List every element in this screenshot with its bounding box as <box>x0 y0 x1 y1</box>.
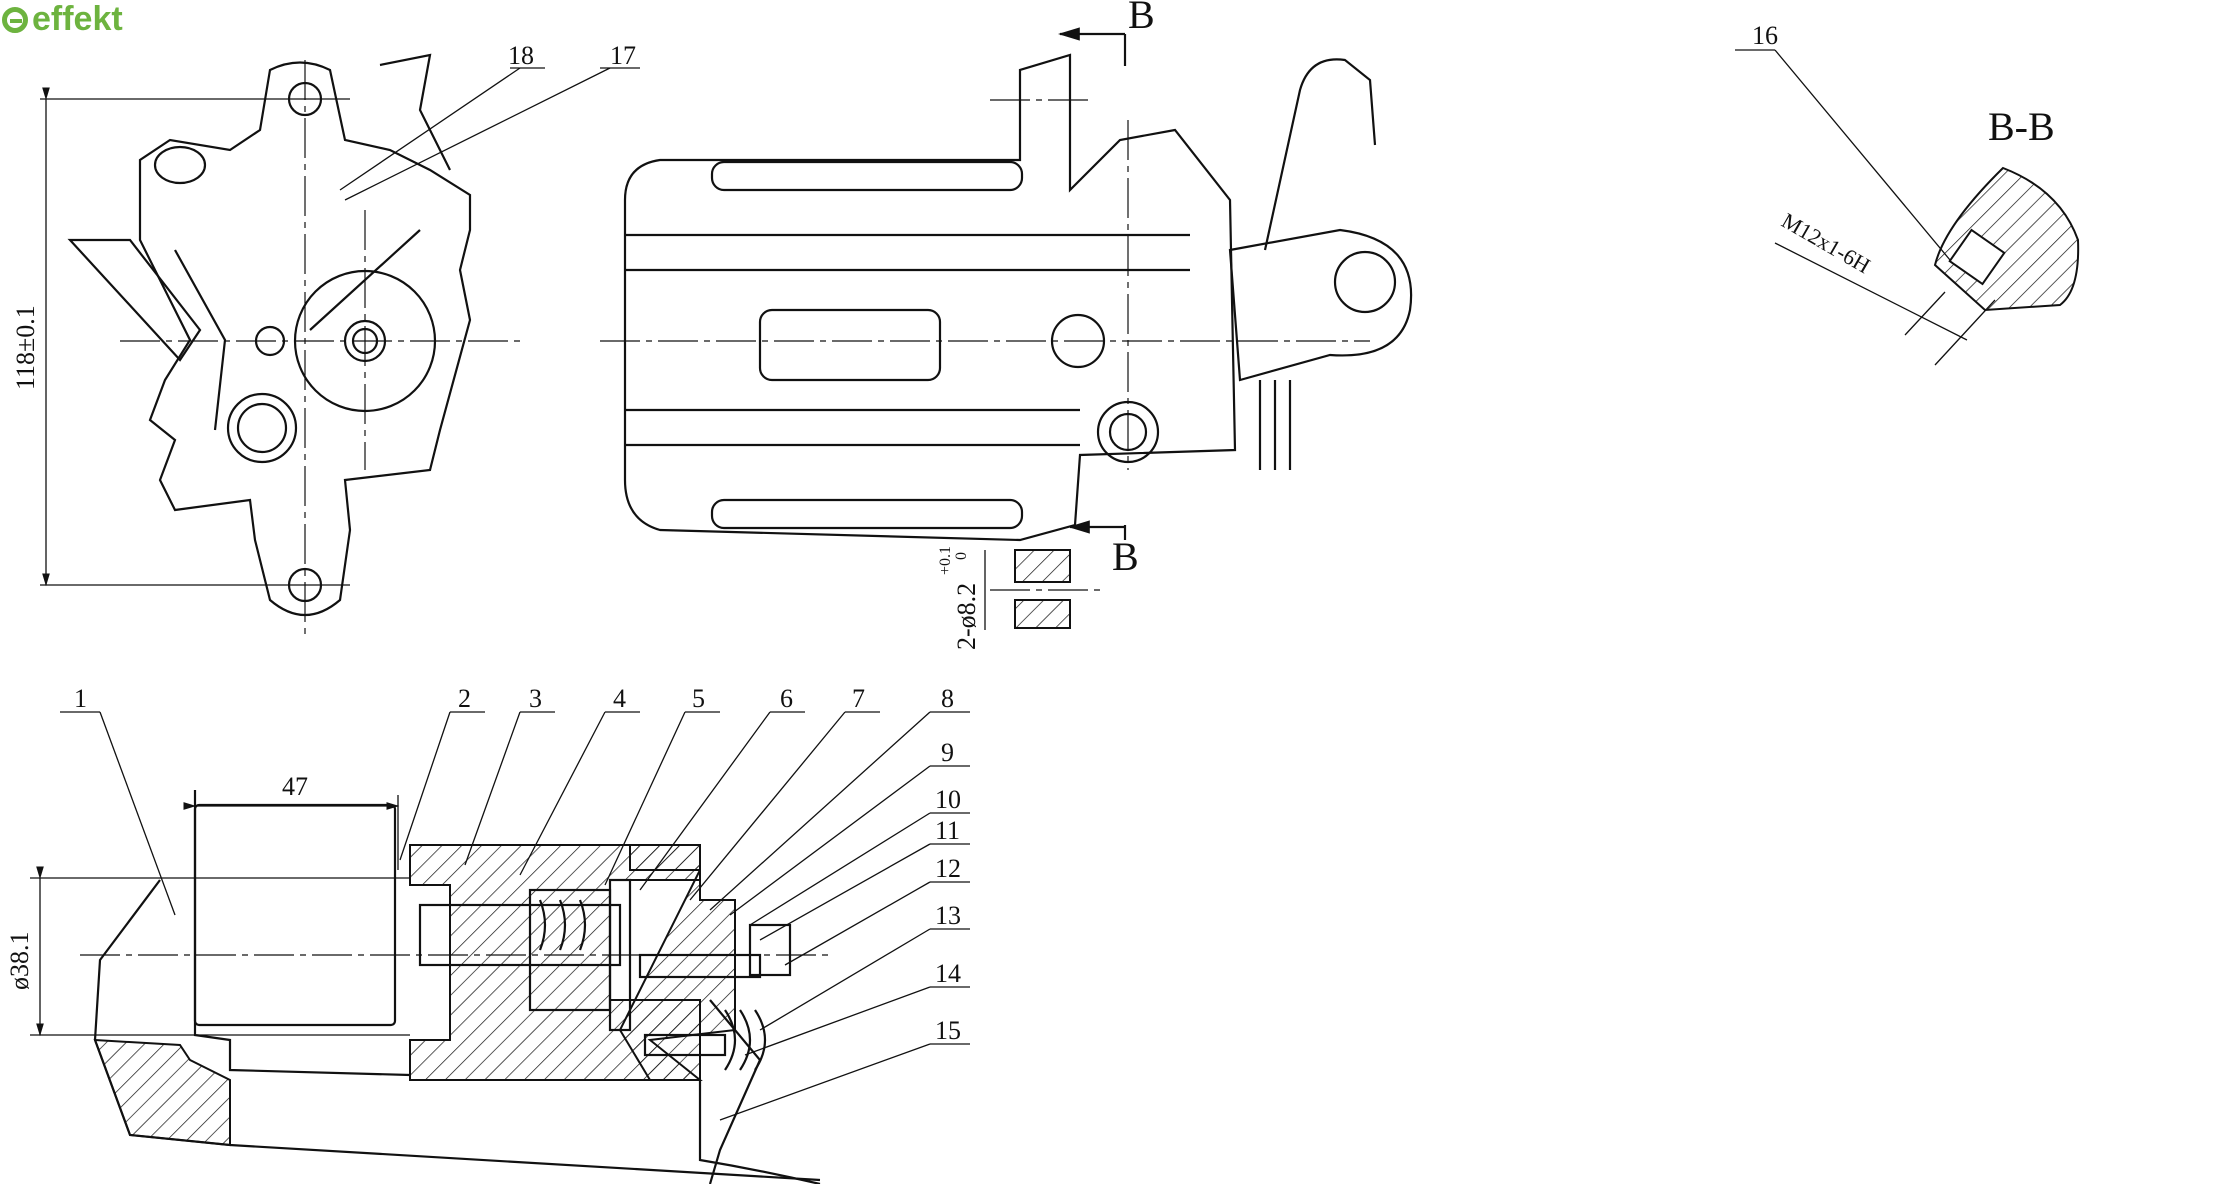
effekt-logo: effekt <box>2 0 123 39</box>
section-view-title: B-B <box>1988 104 2055 149</box>
piston-length-dimension: 47 <box>282 772 308 801</box>
part-label-11: 11 <box>935 816 960 845</box>
part-label-9: 9 <box>941 738 954 767</box>
logo-text: effekt <box>32 0 123 38</box>
piston-diameter-dimension: ø38.1 <box>5 932 34 991</box>
part-label-1: 1 <box>74 684 87 713</box>
hole-tolerance-lower: 0 <box>953 552 970 560</box>
part-label-13: 13 <box>935 901 961 930</box>
section-b-b: B-B 16 M12x1-6H <box>1735 21 2080 366</box>
part-label-15: 15 <box>935 1016 961 1045</box>
front-view: B B 2-ø8.2 +0.1 0 <box>600 0 1413 650</box>
part-label-17: 17 <box>610 41 636 70</box>
right-leaders: 9 10 11 12 13 14 15 <box>719 738 970 1121</box>
part-label-18: 18 <box>508 41 534 70</box>
part-label-16: 16 <box>1752 21 1778 50</box>
part-label-7: 7 <box>852 684 865 713</box>
logo-icon <box>2 6 28 33</box>
part-label-4: 4 <box>613 684 626 713</box>
hole-dimension: 2-ø8.2 <box>952 583 981 650</box>
part-label-10: 10 <box>935 785 961 814</box>
part-label-14: 14 <box>935 959 961 988</box>
part-label-12: 12 <box>935 854 961 883</box>
top-leaders: 2 3 4 5 6 7 8 <box>399 684 970 911</box>
hole-tolerance-upper: +0.1 <box>937 546 954 575</box>
part-label-3: 3 <box>529 684 542 713</box>
part-label-8: 8 <box>941 684 954 713</box>
part-label-2: 2 <box>458 684 471 713</box>
side-view: 118±0.1 18 17 <box>11 41 640 640</box>
section-mark-bottom: B <box>1112 534 1139 579</box>
part-label-6: 6 <box>780 684 793 713</box>
section-mark-top: B <box>1128 0 1155 37</box>
height-dimension: 118±0.1 <box>11 305 40 390</box>
thread-dimension: M12x1-6H <box>1778 208 1875 279</box>
cross-section-view: ø38.1 47 1 2 3 4 5 6 7 8 9 10 <box>5 684 970 1184</box>
part-label-5: 5 <box>692 684 705 713</box>
